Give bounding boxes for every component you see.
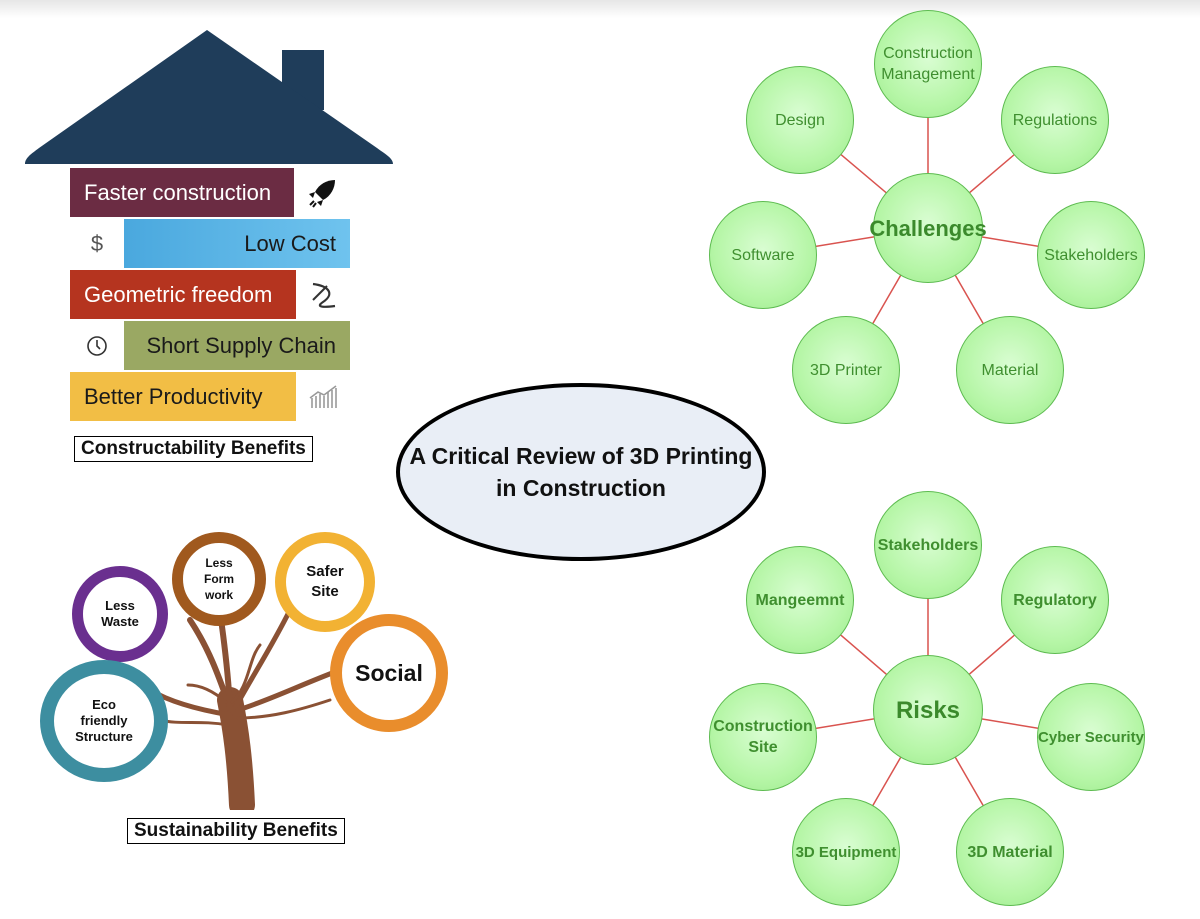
challenge-node: Stakeholders [1037, 201, 1145, 309]
central-topic: A Critical Review of 3D Printing in Cons… [396, 383, 766, 561]
benefit-bar-low-cost: Low Cost [124, 219, 350, 268]
tree-trunk [147, 607, 343, 810]
challenge-node: Material [956, 316, 1064, 424]
growth-chart-icon [296, 372, 350, 421]
benefit-label: Short Supply Chain [146, 332, 336, 358]
risk-node: Cyber Security [1037, 683, 1145, 791]
risk-node: 3D Equipment [792, 798, 900, 906]
benefit-bar-short-supply-chain: Short Supply Chain [124, 321, 350, 370]
risk-node: Construction Site [709, 683, 817, 791]
dollar-icon: $ [70, 219, 124, 268]
challenge-node: Software [709, 201, 817, 309]
sustainability-item-less-waste: Less Waste [72, 566, 168, 662]
challenge-node: Design [746, 66, 854, 174]
sustainability-item-less-formwork: Less Form work [172, 532, 266, 626]
risk-node: Stakeholders [874, 491, 982, 599]
design-curve-icon [297, 270, 351, 319]
challenge-node: 3D Printer [792, 316, 900, 424]
rocket-icon [295, 168, 349, 217]
sustainability-item-eco-friendly-structure: Eco friendly Structure [40, 660, 168, 782]
challenge-node: Regulations [1001, 66, 1109, 174]
benefit-label: Faster construction [84, 179, 272, 205]
title-line-1: A Critical Review of 3D Printing [409, 443, 753, 469]
clock-icon [70, 321, 124, 370]
risk-node: Mangeemnt [746, 546, 854, 654]
risk-node: 3D Material [956, 798, 1064, 906]
sustainability-item-social: Social [330, 614, 448, 732]
top-shadow [0, 0, 1200, 18]
benefit-label: Geometric freedom [84, 281, 273, 307]
benefit-bar-geometric-freedom: Geometric freedom [70, 270, 296, 319]
challenge-node: Construction Management [874, 10, 982, 118]
challenges-hub: Challenges [869, 173, 987, 283]
constructability-house: Faster construction $ Low Cost Geometric… [25, 28, 395, 428]
house-roof [25, 30, 393, 164]
benefit-bar-better-productivity: Better Productivity [70, 372, 296, 421]
risk-node: Regulatory [1001, 546, 1109, 654]
constructability-caption: Constructability Benefits [74, 436, 313, 462]
risks-hub: Risks [873, 655, 983, 765]
sustainability-item-safer-site: Safer Site [275, 532, 375, 632]
title-line-2: in Construction [496, 475, 666, 501]
sustainability-caption: Sustainability Benefits [127, 818, 345, 844]
benefit-label: Better Productivity [84, 383, 263, 409]
benefit-bar-faster-construction: Faster construction [70, 168, 294, 217]
benefit-label: Low Cost [244, 230, 336, 256]
